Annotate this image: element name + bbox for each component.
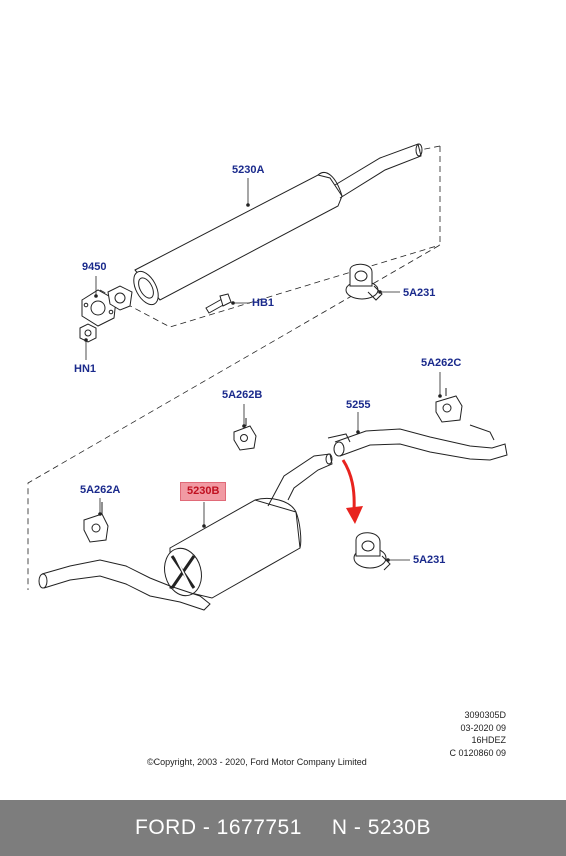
drawing-ref-line-2: 03-2020 09 (460, 722, 506, 733)
bolt-hb1 (205, 293, 232, 314)
callout-5a262b[interactable]: 5A262B (222, 389, 263, 401)
callout-dots (84, 203, 442, 562)
footer-reference: N - 5230B (331, 816, 431, 839)
tail-pipe-5255 (327, 424, 508, 461)
assembly-boundary (27, 145, 441, 590)
callout-9450[interactable]: 9450 (82, 261, 107, 273)
drawing-ref-line-1: 3090305D (464, 710, 506, 720)
callout-5a262c[interactable]: 5A262C (421, 357, 462, 369)
intermediate-pipe (38, 559, 211, 611)
hanger-5a262b (233, 418, 257, 451)
clamp-upper-5a231 (345, 263, 383, 301)
rear-muffler-5230b (164, 453, 333, 599)
drawing-ref-line-4: C 0120860 09 (449, 747, 506, 758)
copyright-notice: ©Copyright, 2003 - 2020, Ford Motor Comp… (147, 757, 367, 767)
gasket-9450 (81, 285, 133, 327)
hanger-5a262a (83, 502, 109, 543)
callout-hn1[interactable]: HN1 (74, 363, 97, 375)
drawing-reference-block: 3090305D 03-2020 09 16HDEZ C 0120860 09 (449, 709, 506, 759)
leader-lines (85, 178, 441, 561)
clamp-lower-5a231 (353, 532, 391, 571)
exhaust-diagram (27, 143, 508, 611)
footer-bar: FORD - 1677751 N - 5230B (0, 800, 566, 856)
callout-5a231-upper[interactable]: 5A231 (403, 287, 436, 299)
callout-5230b-highlighted[interactable]: 5230B (180, 482, 227, 501)
footer-part-number: FORD - 1677751 (135, 816, 302, 839)
callout-5a231-lower[interactable]: 5A231 (413, 554, 446, 566)
callout-5a262a[interactable]: 5A262A (80, 484, 121, 496)
front-muffler-5230a (133, 143, 423, 306)
callout-hb1[interactable]: HB1 (252, 297, 275, 309)
drawing-ref-line-3: 16HDEZ (471, 735, 506, 745)
callout-5230a[interactable]: 5230A (232, 164, 265, 176)
callout-5255[interactable]: 5255 (346, 399, 371, 411)
hanger-5a262c (435, 388, 463, 423)
red-arrow (341, 459, 363, 524)
nut-hn1 (79, 323, 97, 343)
